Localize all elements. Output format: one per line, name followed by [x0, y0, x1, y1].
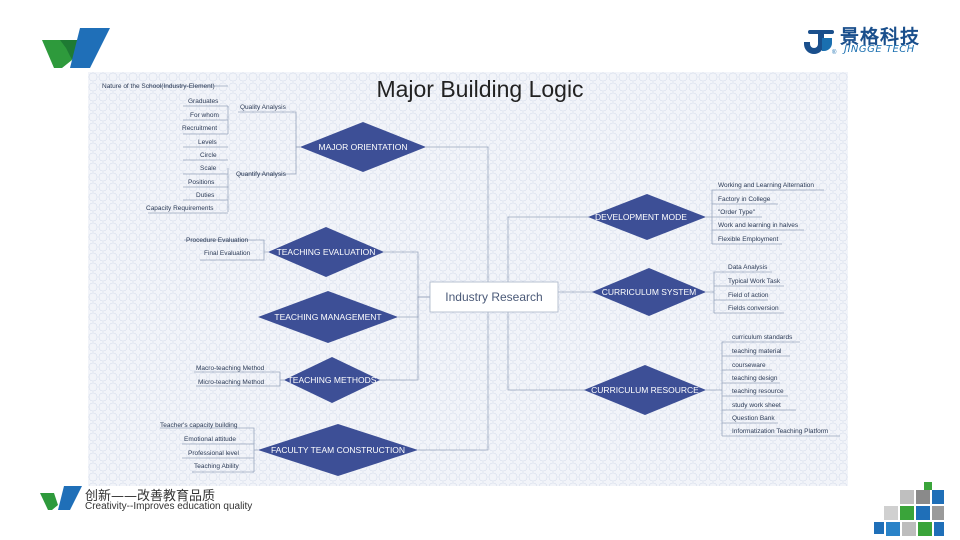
- center-node: Industry Research: [429, 281, 559, 313]
- brand-logo: 景格科技 ® JINGGE TECH: [804, 22, 924, 58]
- leaf-node: Procedure Evaluation: [186, 237, 249, 244]
- diamond-label: CURRICULUM SYSTEM: [602, 287, 696, 297]
- brand-registered-mark: ®: [832, 50, 837, 56]
- company-logo-top-left: [42, 28, 110, 68]
- brand-name-cn: 景格科技: [840, 26, 921, 48]
- leaf-node: Professional level: [188, 450, 239, 457]
- slogan-english: Creativity--Improves education quality: [85, 501, 253, 512]
- leaf-node: teaching material: [732, 348, 782, 355]
- leaf-node: Informatization Teaching Platform: [732, 428, 828, 435]
- leaf-node: Final Evaluation: [204, 250, 251, 257]
- leaf-node: teaching resource: [732, 388, 784, 395]
- leaf-node: Capacity Requirements: [146, 205, 214, 212]
- leaf-node: Positions: [188, 179, 215, 186]
- leaf-node: Fields conversion: [728, 305, 779, 312]
- diamond-teaching-evaluation: TEACHING EVALUATION: [268, 227, 384, 277]
- subgroup-label: Quantify Analysis: [236, 171, 287, 178]
- leaf-node: Circle: [200, 152, 217, 159]
- brand-name-en: JINGGE TECH: [844, 44, 915, 55]
- leaf-node: Field of action: [728, 292, 769, 299]
- leaf-node: Micro-teaching Method: [198, 379, 264, 386]
- page-title: Major Building Logic: [0, 76, 960, 103]
- leaf-node: Working and Learning Alternation: [718, 182, 814, 189]
- center-node-label: Industry Research: [445, 290, 542, 304]
- slogan-chinese: 创新——改善教育品质: [85, 489, 216, 504]
- leaf-node: Question Bank: [732, 415, 775, 422]
- diamond-label: MAJOR ORIENTATION: [319, 142, 408, 152]
- diamond-label: FACULTY TEAM CONSTRUCTION: [271, 445, 405, 455]
- diamond-label: CURRICULUM RESOURCE: [591, 385, 699, 395]
- diamond-curriculum-system: CURRICULUM SYSTEM: [592, 268, 706, 316]
- leaf-node: Graduates: [188, 98, 219, 105]
- decorative-cubes-icon: [874, 482, 944, 536]
- diamond-curriculum-resource: CURRICULUM RESOURCE: [584, 365, 706, 415]
- company-logo-footer: [40, 486, 82, 510]
- diamond-label: TEACHING METHODS: [288, 375, 377, 385]
- leaf-node: Scale: [200, 165, 217, 172]
- leaf-node: "Order Type": [718, 209, 756, 216]
- brand-mark-icon: [804, 30, 834, 54]
- leaf-node: Teaching Ability: [194, 463, 240, 470]
- diamond-teaching-management: TEACHING MANAGEMENT: [258, 291, 398, 343]
- leaf-node: Nature of the School(Industry-Element): [102, 83, 215, 90]
- diamond-teaching-methods: TEACHING METHODS: [284, 357, 380, 403]
- leaf-node: Work and learning in halves: [718, 222, 799, 229]
- diamond-development-mode: DEVELOPMENT MODE: [588, 194, 706, 240]
- leaf-node: Typical Work Task: [728, 278, 781, 285]
- leaf-node: Macro-teaching Method: [196, 365, 265, 372]
- leaf-node: Teacher's capacity building: [160, 422, 238, 429]
- diamond-faculty-team-construction: FACULTY TEAM CONSTRUCTION: [258, 424, 418, 476]
- leaf-node: study work sheet: [732, 402, 781, 409]
- leaf-node: Factory in College: [718, 196, 771, 203]
- leaf-node: Emotional attitude: [184, 436, 236, 443]
- mindmap-diagram: Industry Research MAJOR ORIENTATION TEAC…: [102, 83, 840, 476]
- leaf-node: Duties: [196, 192, 215, 199]
- mindmap-canvas: [88, 72, 848, 486]
- leaf-node: Flexible Employment: [718, 236, 779, 243]
- diamond-label: TEACHING MANAGEMENT: [274, 312, 381, 322]
- page-title-text: Major Building Logic: [376, 76, 584, 102]
- subgroup-label: Quality Analysis: [240, 104, 287, 111]
- diamond-label: TEACHING EVALUATION: [277, 247, 376, 257]
- leaf-node: curriculum standards: [732, 334, 793, 341]
- diamond-label: DEVELOPMENT MODE: [595, 212, 687, 222]
- leaf-node: Recruitment: [182, 125, 217, 132]
- leaf-node: Levels: [198, 139, 218, 146]
- leaf-node: For whom: [190, 112, 219, 119]
- leaf-node: courseware: [732, 362, 766, 369]
- leaf-node: Data Analysis: [728, 264, 768, 271]
- diamond-major-orientation: MAJOR ORIENTATION: [300, 122, 426, 172]
- leaf-node: teaching design: [732, 375, 778, 382]
